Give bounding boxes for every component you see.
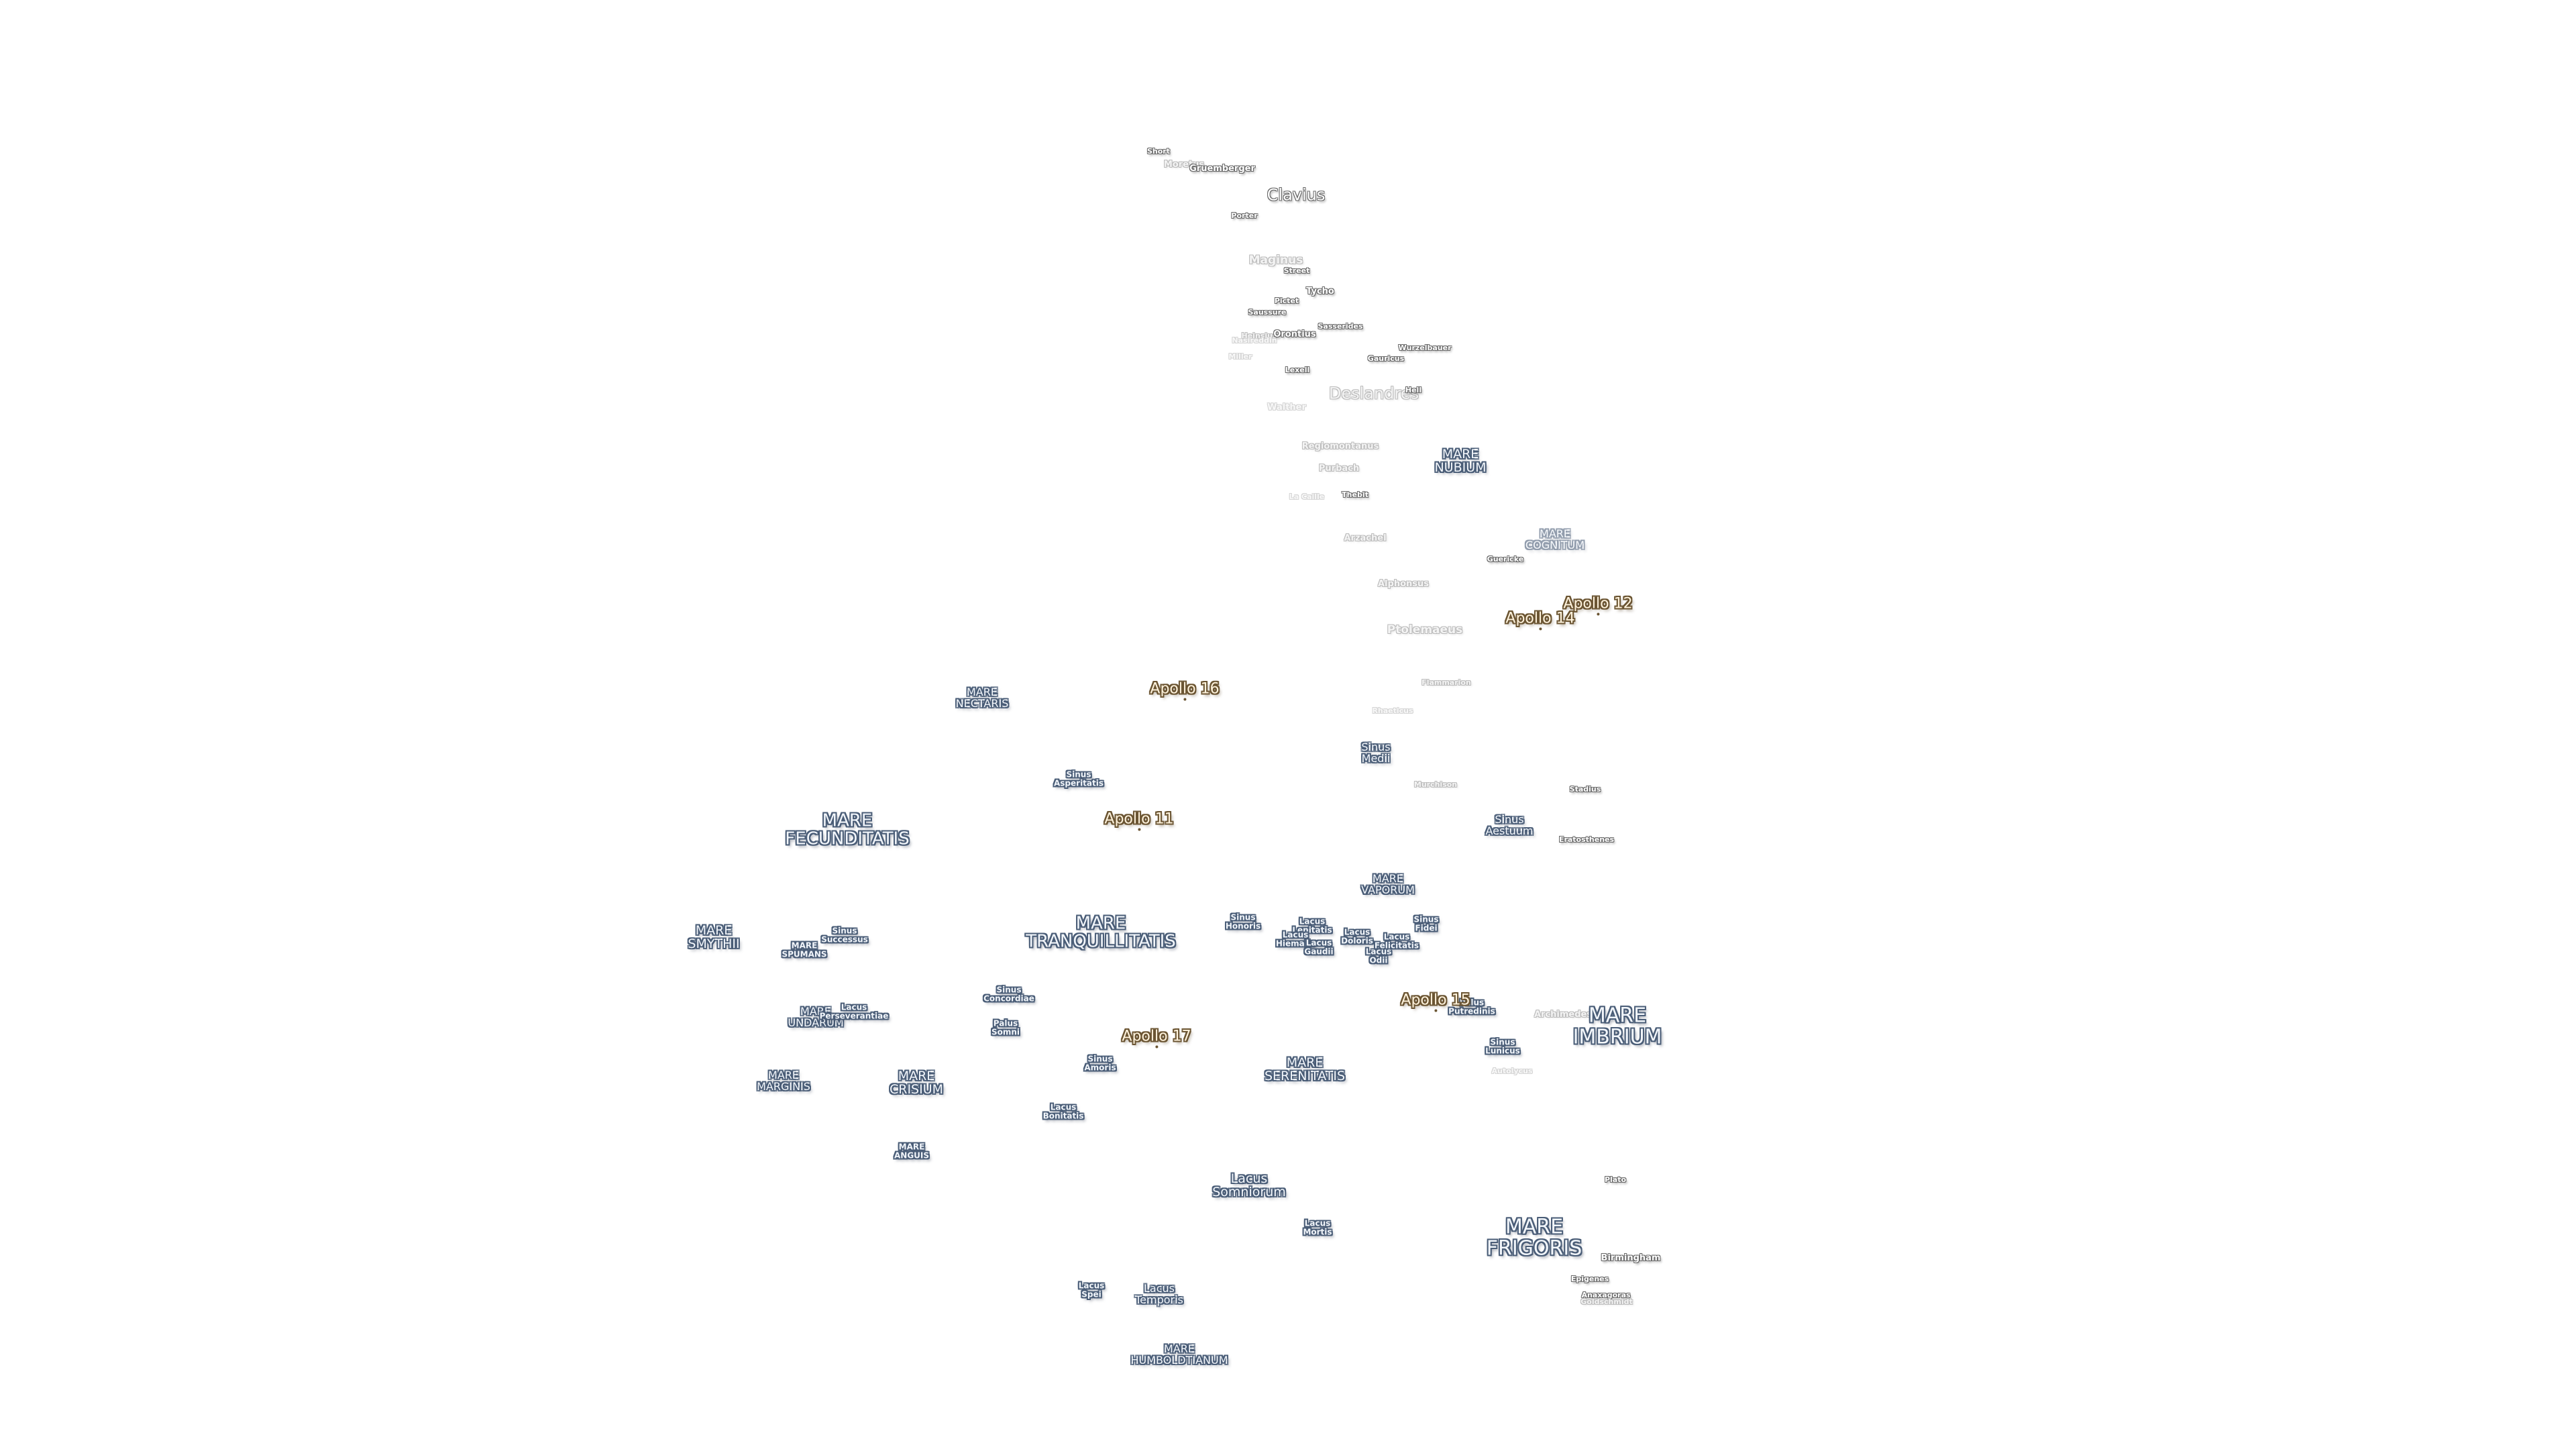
crater-label-tycho: Tycho [1306,286,1334,297]
crater-label-hell: Hell [1405,386,1422,395]
crater-label-deslandres: Deslandres [1328,384,1419,403]
crater-label-pictet: Pictet [1274,297,1299,306]
crater-label-thebit: Thebit [1342,490,1368,500]
crater-label-birmingham: Birmingham [1601,1253,1661,1264]
landing-pin-icon [1183,698,1186,701]
crater-label-wurzelbauer: Wurzelbauer [1398,343,1452,353]
crater-label-murchison: Murchison [1413,780,1458,790]
landing-pin-icon [1138,828,1140,831]
crater-label-anaxagoras: Anaxagoras [1581,1291,1631,1300]
crater-label-moretus: Moretus [1163,160,1205,170]
crater-label-plato: Plato [1604,1175,1627,1185]
crater-label-stadius: Stadius [1569,785,1601,794]
apollo-16-marker[interactable]: Apollo 16 [1150,681,1220,701]
crater-label-eratosthenes: Eratosthenes [1558,835,1615,845]
landing-pin-icon [1597,612,1599,616]
crater-label-sasserides: Sasserides [1318,322,1363,331]
crater-label-gauricus: Gauricus [1367,354,1405,364]
apollo-11-marker[interactable]: Apollo 11 [1104,811,1174,831]
crater-label-archimedes: Archimedes [1534,1010,1593,1020]
crater-label-lexell: Lexell [1285,366,1310,375]
crater-label-guericke: Guericke [1487,555,1524,564]
crater-label-orontius: Orontius [1273,329,1316,340]
crater-label-goldschmidt: Goldschmidt [1580,1297,1633,1307]
crater-label-flammarion: Flammarion [1421,678,1471,688]
apollo-17-marker[interactable]: Apollo 17 [1122,1028,1191,1049]
apollo-12-marker[interactable]: Apollo 12 [1563,596,1633,616]
crater-label-autolycus: Autolycus [1491,1067,1533,1076]
crater-label-nasireddin: Nasireddin [1232,336,1277,345]
crater-label-clavius: Clavius [1267,185,1326,205]
crater-label-maginus: Maginus [1248,254,1303,268]
crater-label-epigenes: Epigenes [1570,1275,1609,1284]
landing-pin-icon [1539,627,1542,631]
crater-label-arzachel: Arzachel [1344,533,1387,544]
crater-label-la-caille: La Caille [1289,492,1325,502]
landing-pin-icon [1155,1045,1158,1049]
crater-label-regiomontanus: Regiomontanus [1301,441,1379,452]
crater-label-heinsius: Heinsius [1241,331,1277,341]
crater-label-gruemberger: Gruemberger [1189,164,1255,174]
landing-pin-icon [1434,1009,1437,1012]
crater-label-alphonsus: Alphonsus [1378,579,1429,590]
crater-label-saussure: Saussure [1248,308,1287,317]
crater-label-purbach: Purbach [1318,464,1360,474]
crater-label-miller: Miller [1228,352,1252,362]
crater-label-ptolemaeus: Ptolemaeus [1387,623,1463,637]
crater-label-short: Short [1147,147,1170,156]
crater-label-street: Street [1283,266,1310,276]
apollo-14-marker[interactable]: Apollo 14 [1505,610,1575,631]
crater-label-walther: Walther [1267,402,1306,413]
crater-label-rhaeticus: Rhaeticus [1372,706,1413,716]
apollo-15-marker[interactable]: Apollo 15 [1401,992,1470,1012]
crater-label-porter: Porter [1231,211,1258,221]
